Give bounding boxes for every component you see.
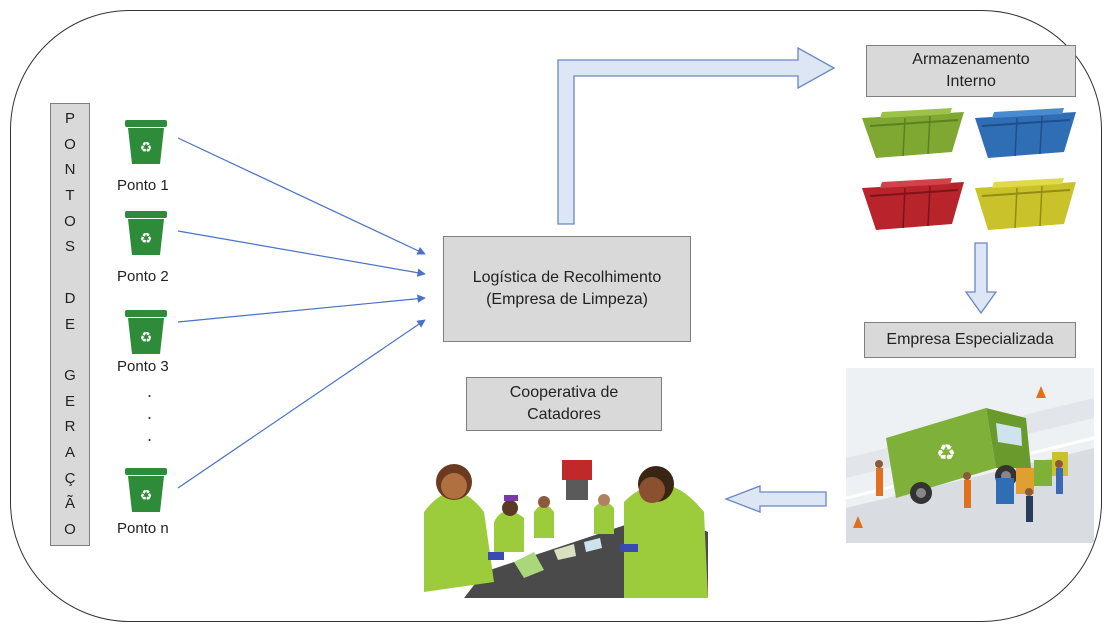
garbage-truck-illustration: ♻ [846, 368, 1094, 543]
ponto-label: Ponto 3 [117, 358, 169, 375]
vertical-letter: Ã [64, 495, 75, 513]
catadores-illustration [424, 452, 708, 598]
recycle-bin-icon: ♻ [124, 466, 168, 519]
ponto-label: Ponto n [117, 520, 169, 537]
flow-arrow [177, 294, 426, 323]
logistica-line2: (Empresa de Limpeza) [486, 291, 648, 308]
block-arrow-left [724, 485, 827, 513]
ellipsis-dot: . [147, 425, 153, 445]
skip-container-yellow-icon [975, 178, 1076, 230]
vertical-letter: Ç [64, 469, 76, 487]
diagram-frame [10, 10, 1102, 622]
svg-text:♻: ♻ [936, 441, 956, 466]
recycle-bin-icon: ♻ [124, 308, 168, 361]
skip-container-green-icon [862, 108, 964, 158]
recycle-bin-icon: ♻ [124, 209, 168, 262]
vertical-letter: P [64, 110, 75, 127]
vertical-letter: D [64, 289, 76, 307]
cooperativa-box: Cooperativa de Catadores [466, 377, 662, 431]
vertical-letter: O [64, 135, 76, 153]
vertical-letter: A [64, 443, 75, 461]
svg-text:♻: ♻ [140, 140, 153, 156]
flow-arrow [177, 230, 426, 277]
ponto-label: Ponto 1 [117, 177, 169, 194]
empresa-box: Empresa Especializada [864, 322, 1076, 358]
vertical-letter: G [64, 366, 76, 384]
skip-container-blue-icon [975, 108, 1076, 158]
armazenamento-box: Armazenamento Interno [866, 45, 1076, 97]
svg-text:♻: ♻ [140, 330, 153, 346]
vertical-letter: O [64, 212, 76, 230]
block-arrow-down [964, 242, 998, 315]
vertical-letter: N [64, 161, 76, 179]
recycle-bin-icon: ♻ [124, 118, 168, 171]
vertical-letter: E [64, 392, 75, 410]
skip-container-red-icon [862, 178, 964, 230]
flow-arrow [177, 137, 426, 255]
cooperativa-line1: Cooperativa de [509, 384, 619, 401]
block-arrow-up-right [557, 46, 836, 225]
ellipsis-dot: . [147, 403, 153, 423]
armazenamento-line1: Armazenamento [912, 51, 1030, 68]
logistica-line1: Logística de Recolhimento [472, 269, 662, 286]
vertical-letter: R [64, 418, 76, 436]
flow-arrow [177, 319, 426, 489]
armazenamento-line2: Interno [946, 73, 996, 90]
empresa-label: Empresa Especializada [886, 331, 1054, 348]
vertical-letter: S [64, 238, 75, 256]
ellipsis-dot: . [147, 381, 153, 401]
svg-text:♻: ♻ [140, 488, 153, 504]
logistica-box: Logística de Recolhimento (Empresa de Li… [443, 236, 691, 342]
ponto-label: Ponto 2 [117, 268, 169, 285]
svg-text:♻: ♻ [140, 231, 153, 247]
cooperativa-line2: Catadores [527, 406, 601, 423]
vertical-letter: O [64, 521, 76, 538]
vertical-letter: E [64, 315, 75, 333]
vertical-letter: T [65, 187, 75, 205]
